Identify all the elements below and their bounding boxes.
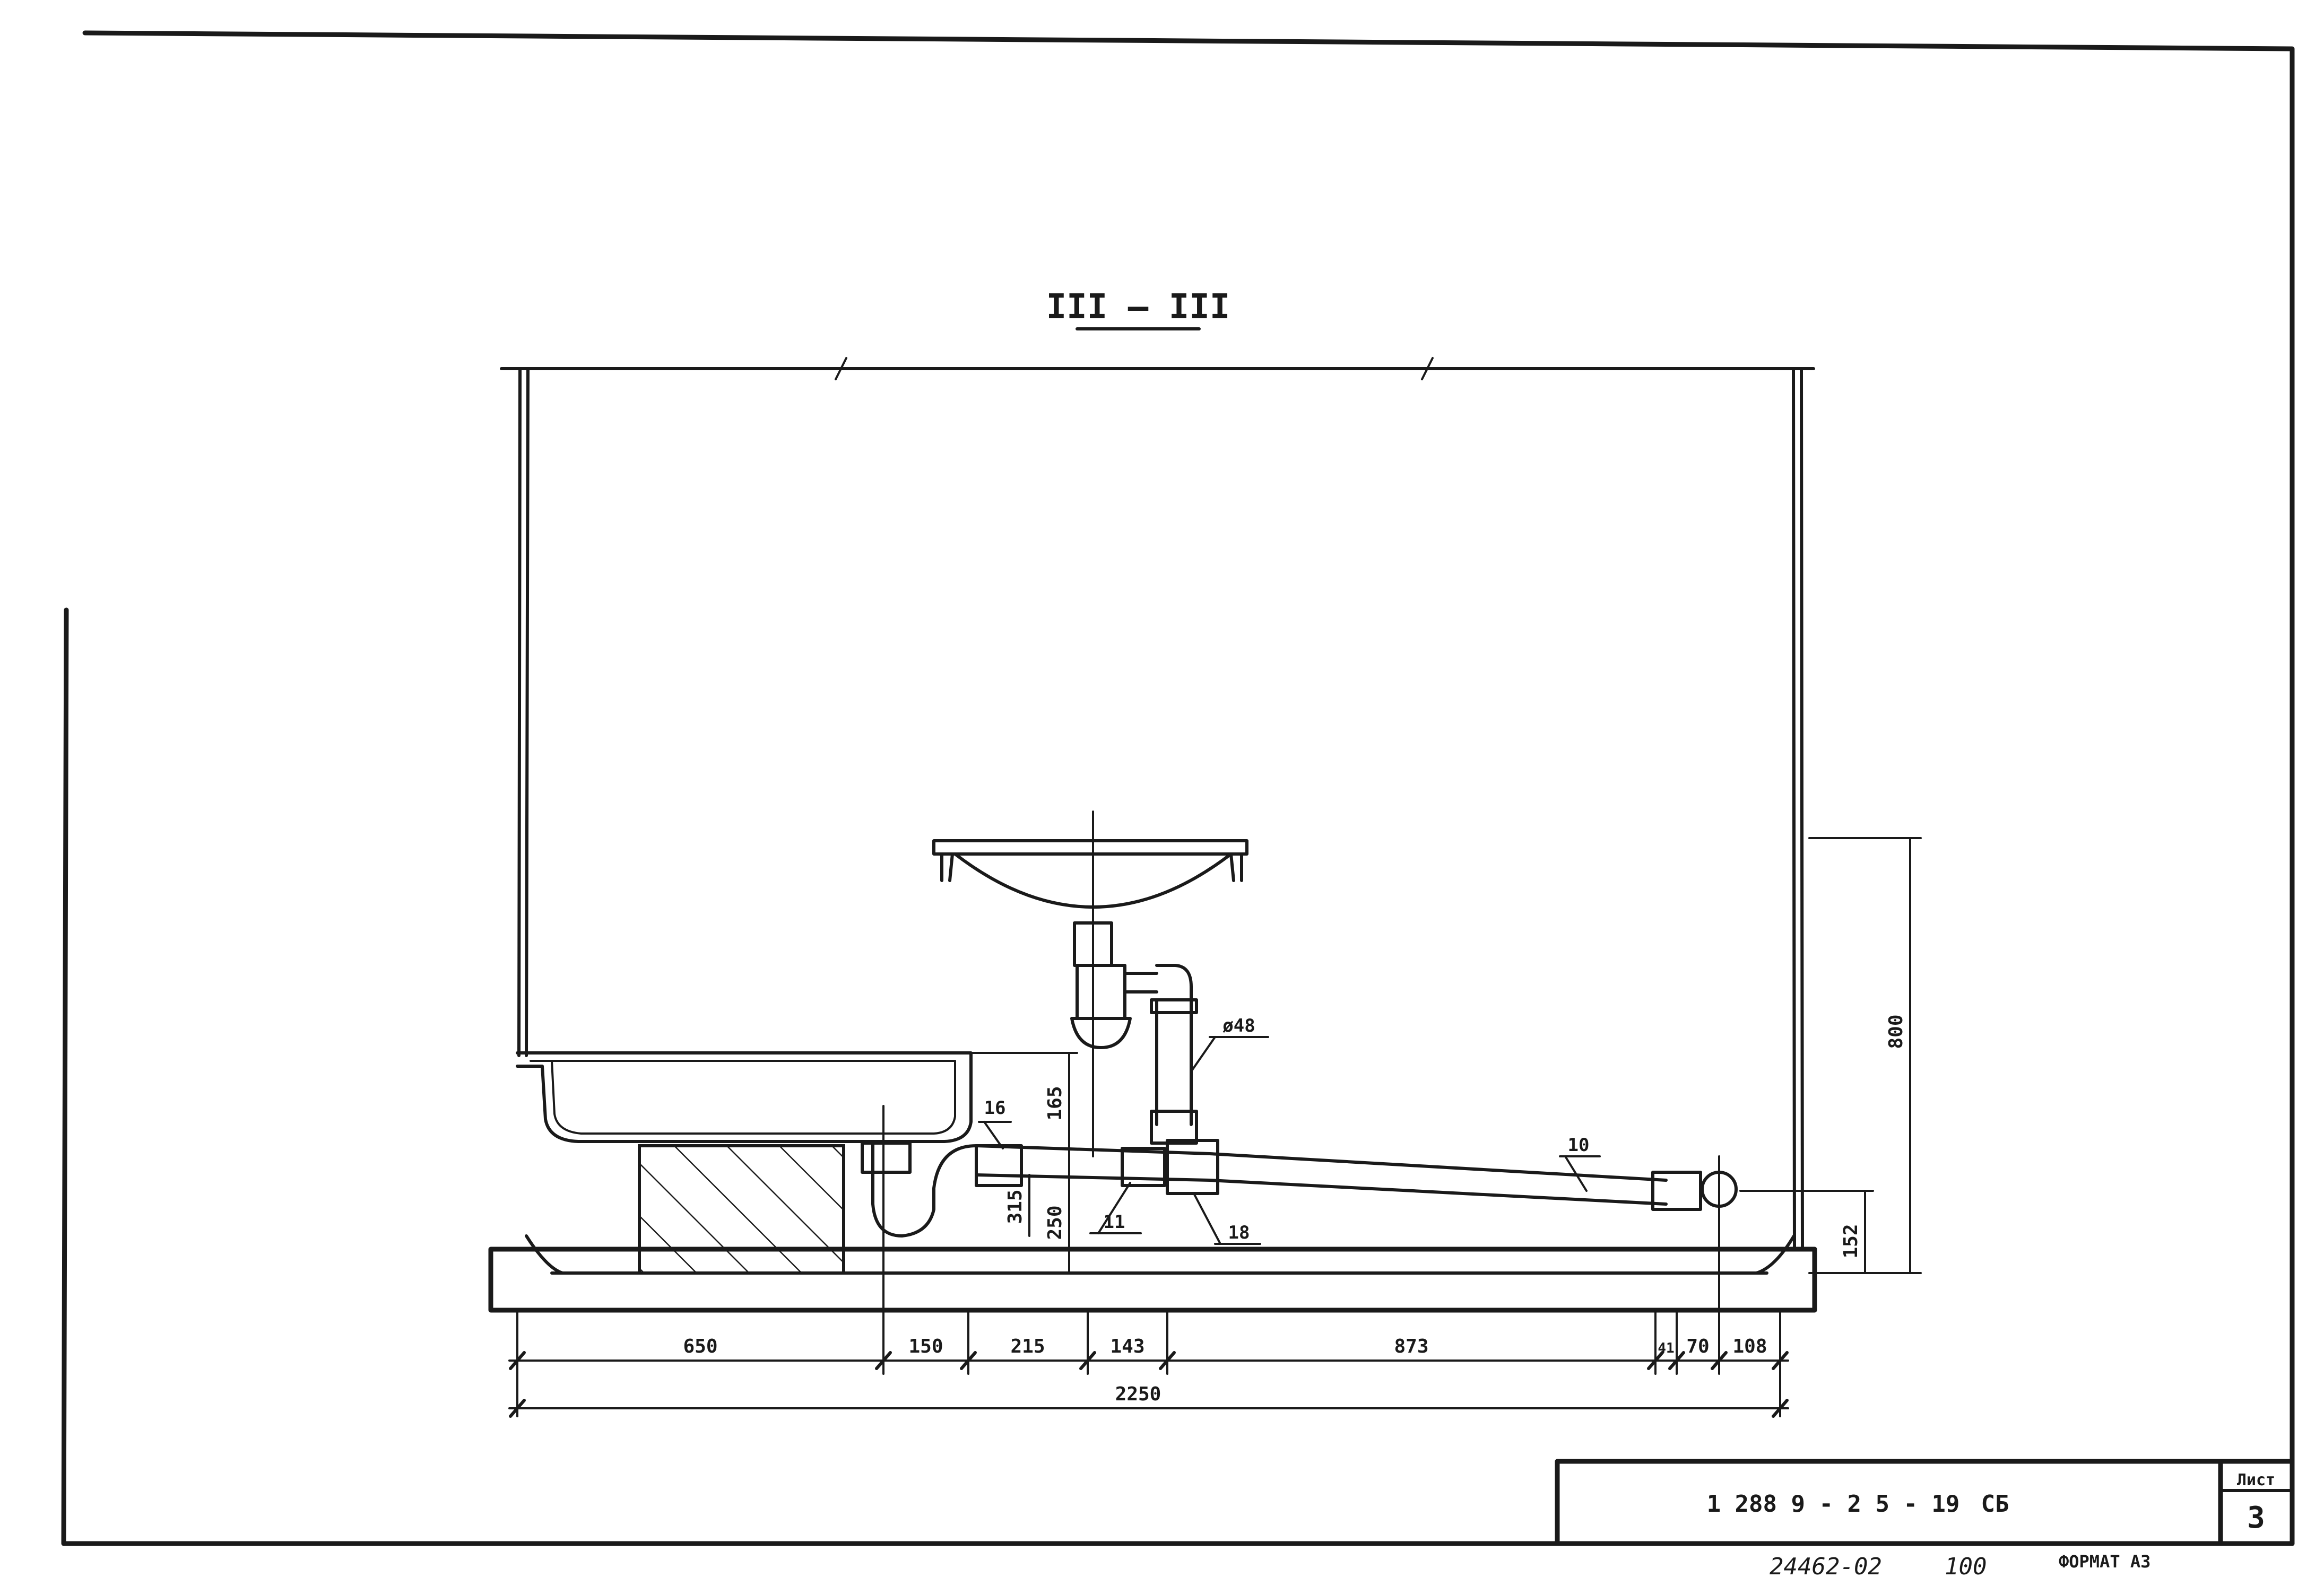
- break-mark-left: [835, 357, 847, 380]
- leader-10: [1564, 1155, 1588, 1192]
- floor-fillet-left: [525, 1234, 564, 1275]
- dim-70: 70: [1686, 1336, 1709, 1357]
- basin-trap-body: [1076, 964, 1126, 1020]
- bathtub-drain-fitting: [861, 1141, 912, 1174]
- dim-chain-ticks: [509, 1351, 1789, 1370]
- label-item-18: 18: [1228, 1222, 1250, 1243]
- bathtub-trap: [871, 1140, 978, 1238]
- left-wall: [517, 367, 530, 1057]
- document-suffix: СБ: [1981, 1491, 2009, 1518]
- sheet-frame: [61, 30, 2295, 1546]
- sheet-label: Лист: [2237, 1471, 2275, 1489]
- basin-elbow: [1155, 964, 1193, 1012]
- label-item-11: 11: [1104, 1212, 1125, 1233]
- dim-152: 152: [1840, 1224, 1862, 1258]
- extension-lines: [516, 1309, 1781, 1417]
- dim-215: 215: [1010, 1336, 1045, 1357]
- leader-18: [1193, 1192, 1221, 1245]
- section-title: III – III: [1046, 287, 1230, 327]
- vertical-pipe-collar-top: [1150, 998, 1198, 1014]
- dim-800: 800: [1885, 1014, 1907, 1049]
- leader-16: [983, 1121, 1004, 1149]
- dim-250: 250: [1044, 1205, 1066, 1240]
- dim-41: 41: [1658, 1340, 1674, 1356]
- right-wall: [1792, 367, 1804, 1251]
- label-item-10: 10: [1568, 1135, 1590, 1156]
- bathtub: [516, 1051, 973, 1143]
- leader-diameter: [1190, 1036, 1216, 1073]
- bathtub-inner: [530, 1060, 956, 1135]
- drain-tee-18: [1166, 1139, 1219, 1195]
- dim-2250: 2250: [1115, 1383, 1161, 1405]
- vertical-pipe-collar-bottom: [1150, 1110, 1198, 1145]
- dim-108: 108: [1732, 1336, 1767, 1357]
- dim-315: 315: [1004, 1189, 1026, 1224]
- washbasin-bracket-right: [1229, 852, 1243, 882]
- dim-165: 165: [1044, 1086, 1066, 1120]
- inventory-number: 24462-02: [1770, 1553, 1882, 1580]
- dim-150: 150: [908, 1336, 943, 1357]
- drain-coupling-11: [1121, 1147, 1166, 1187]
- title-block: [1555, 1459, 2295, 1546]
- break-mark-right: [1421, 357, 1434, 380]
- dim-650: 650: [683, 1336, 717, 1357]
- inventory-extra: 100: [1945, 1553, 1987, 1580]
- washbasin-bracket-left: [940, 852, 954, 882]
- floor-slab: [488, 1247, 1817, 1313]
- basin-trap-branch: [1123, 972, 1158, 994]
- hatched-support: [638, 1144, 845, 1275]
- label-item-16: 16: [984, 1097, 1006, 1119]
- drain-pipe-main: [975, 1144, 1668, 1206]
- floor-fillet-right: [1755, 1234, 1796, 1275]
- dim-total-tick-left: [509, 1399, 526, 1418]
- document-code: 1 288 9 - 2 5 - 19: [1707, 1491, 1960, 1518]
- dim-873: 873: [1394, 1336, 1428, 1357]
- drain-coupling-end: [1651, 1171, 1702, 1211]
- drain-coupling-16: [975, 1144, 1023, 1187]
- dim-143: 143: [1110, 1336, 1144, 1357]
- vertical-drain-pipe: [1155, 998, 1193, 1126]
- washbasin-rim: [932, 839, 1248, 856]
- sheet-number: 3: [2247, 1501, 2265, 1535]
- leader-11: [1097, 1182, 1131, 1234]
- basin-trap-cup: [1070, 1017, 1132, 1049]
- format-label: ФОРМАТ А3: [2059, 1552, 2150, 1572]
- label-diameter: ø48: [1222, 1015, 1255, 1036]
- dim-total-tick-right: [1772, 1399, 1789, 1418]
